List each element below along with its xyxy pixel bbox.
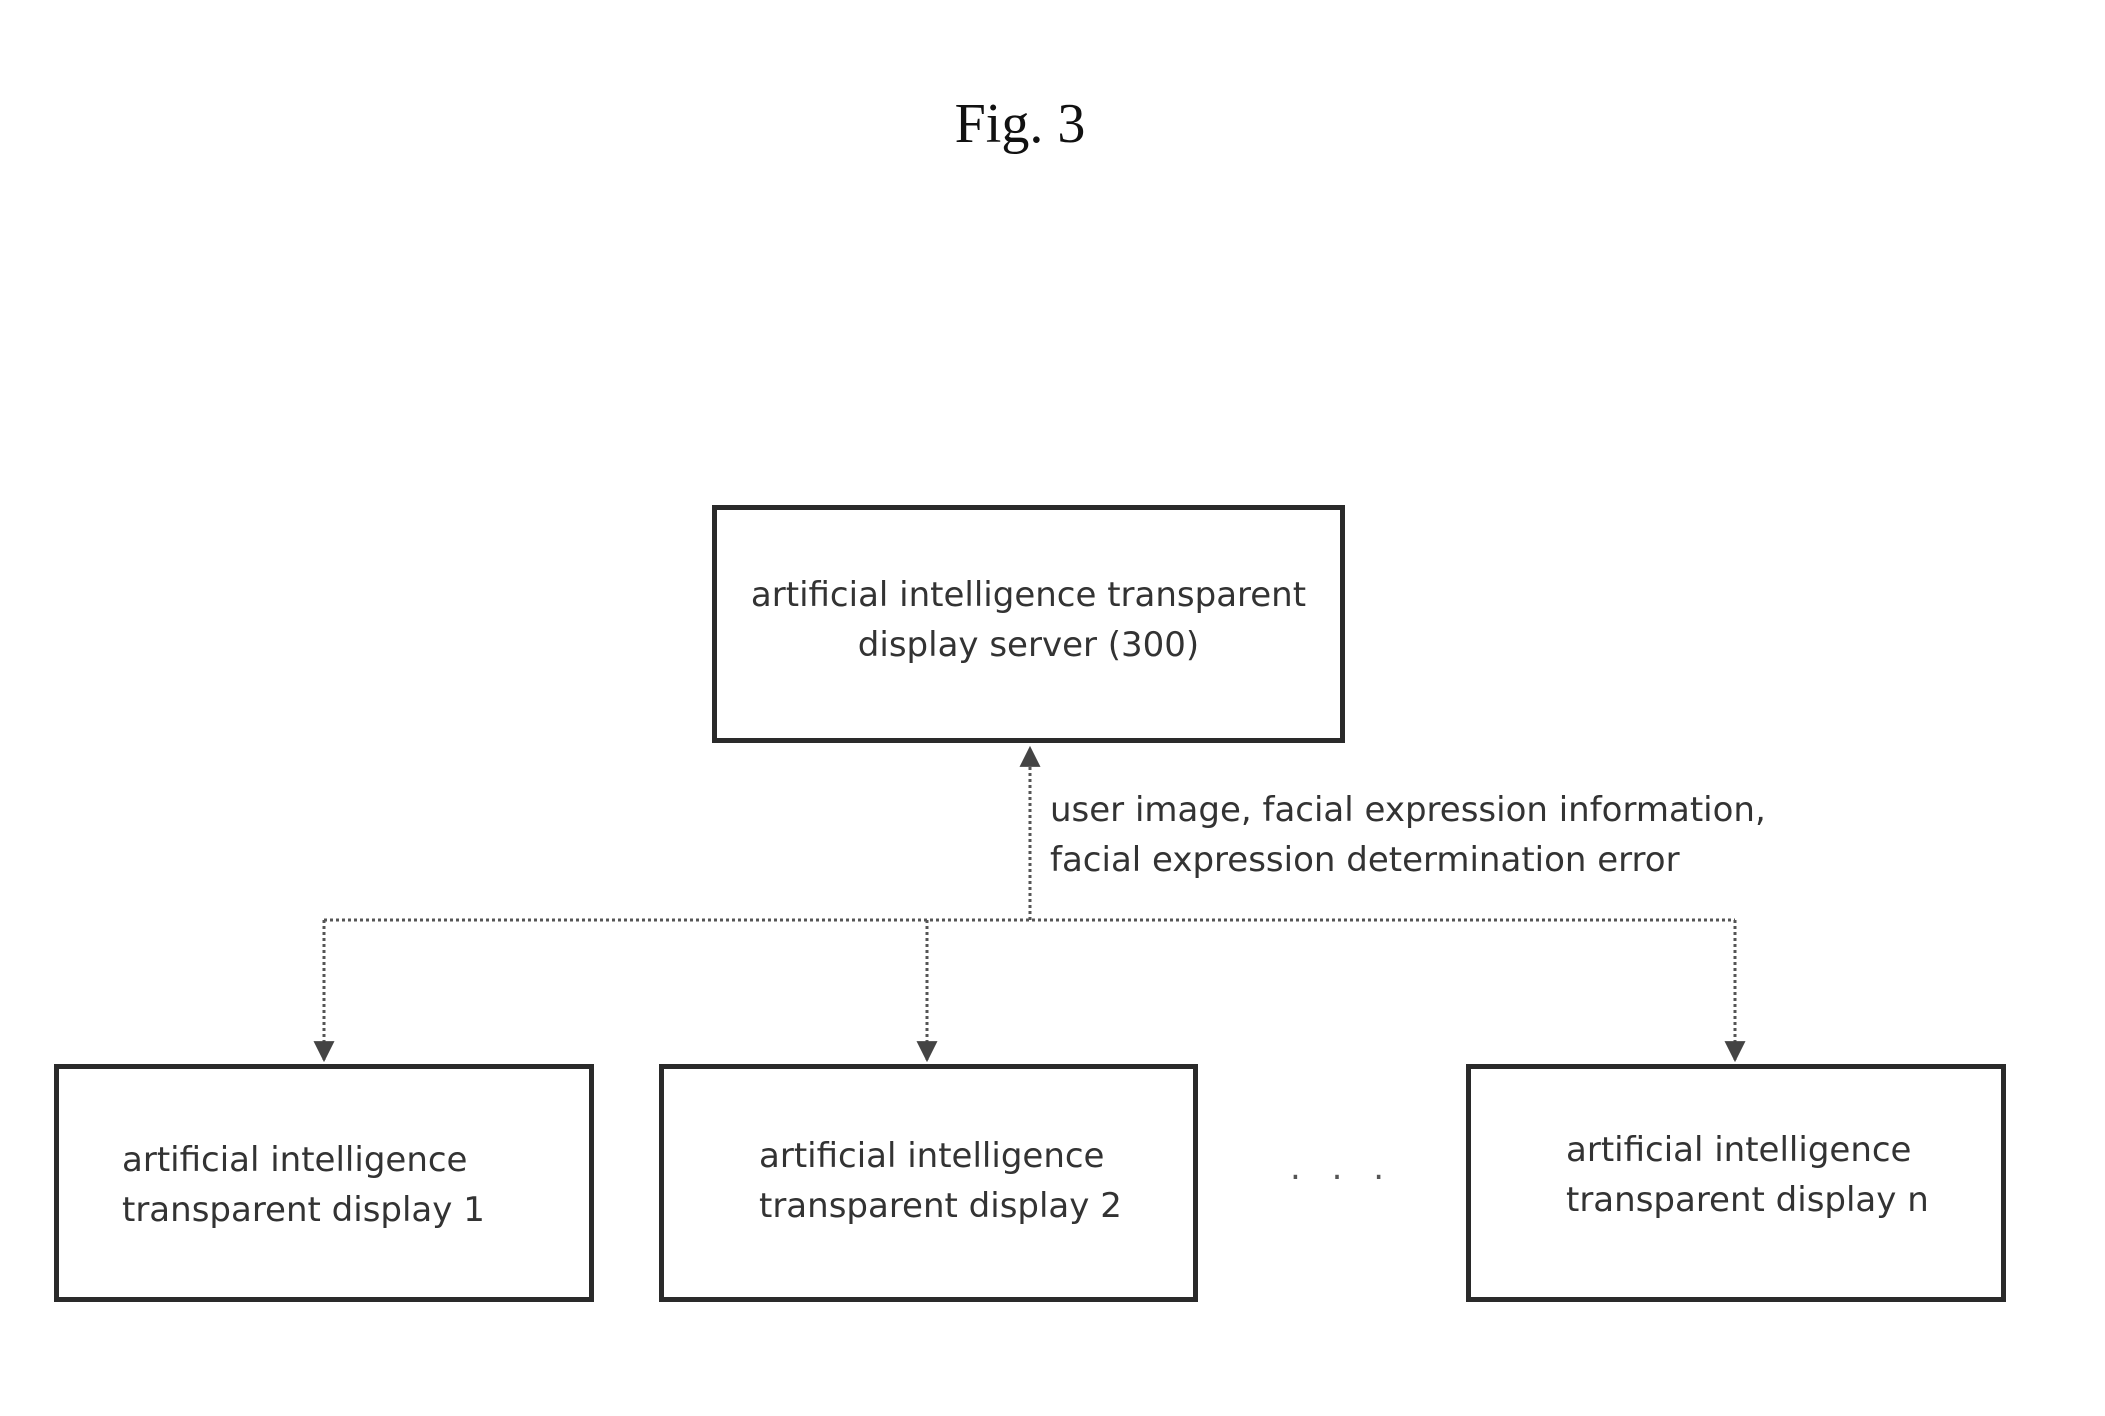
display-n-label-line2: transparent display n (1566, 1175, 1929, 1225)
display-2-label: artificial intelligence transparent disp… (759, 1131, 1122, 1231)
server-label: artificial intelligence transparent disp… (717, 570, 1340, 670)
display-n-label: artificial intelligence transparent disp… (1566, 1125, 1929, 1225)
ellipsis-indicator: . . . (1290, 1148, 1394, 1188)
connection-label-line2: facial expression determination error (1050, 835, 1766, 885)
server-label-line2: display server (300) (717, 620, 1340, 670)
display-1-label: artificial intelligence transparent disp… (122, 1135, 485, 1235)
display-box-n: artificial intelligence transparent disp… (1466, 1064, 2006, 1302)
server-box: artificial intelligence transparent disp… (712, 505, 1345, 743)
display-2-label-line1: artificial intelligence (759, 1131, 1122, 1181)
display-1-label-line1: artificial intelligence (122, 1135, 485, 1185)
display-2-label-line2: transparent display 2 (759, 1181, 1122, 1231)
display-box-1: artificial intelligence transparent disp… (54, 1064, 594, 1302)
display-n-label-line1: artificial intelligence (1566, 1125, 1929, 1175)
server-label-line1: artificial intelligence transparent (717, 570, 1340, 620)
connection-label-line1: user image, facial expression informatio… (1050, 785, 1766, 835)
connection-label: user image, facial expression informatio… (1050, 785, 1766, 885)
display-1-label-line2: transparent display 1 (122, 1185, 485, 1235)
display-box-2: artificial intelligence transparent disp… (659, 1064, 1198, 1302)
